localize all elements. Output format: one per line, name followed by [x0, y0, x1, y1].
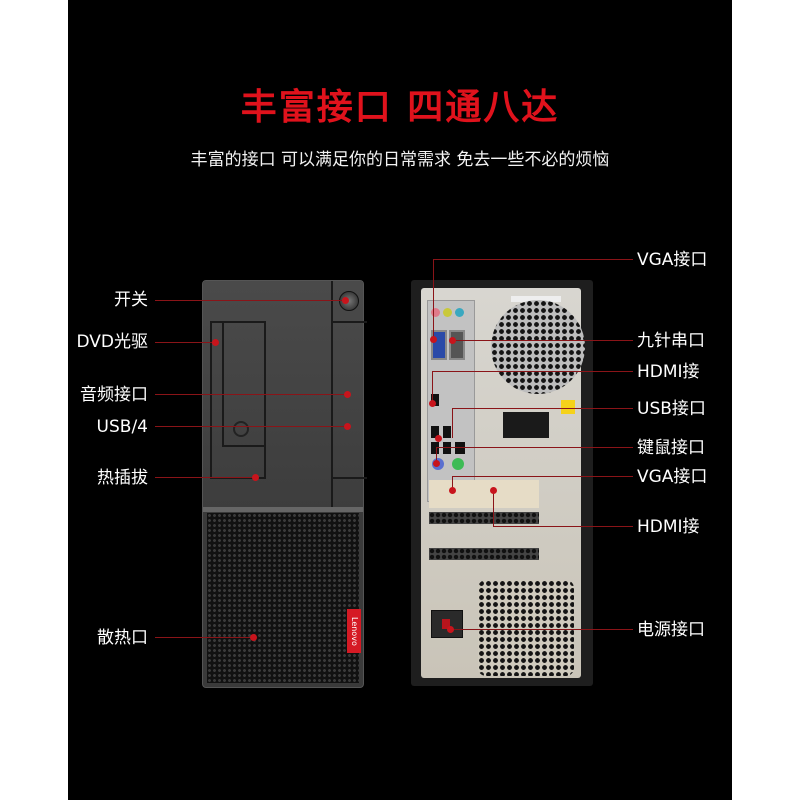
usb-port-icon	[443, 442, 451, 454]
callout-line	[452, 476, 633, 477]
callout-line	[436, 447, 633, 448]
usb-port-icon	[443, 426, 451, 438]
lenovo-logo: Lenovo	[347, 609, 361, 653]
drive-eject-icon	[233, 421, 249, 437]
audio-jack-pink	[431, 308, 440, 317]
rear-fan-grille	[491, 300, 585, 394]
callout-line	[155, 342, 215, 343]
callout-line	[452, 340, 633, 341]
label-vent: 散热口	[97, 628, 148, 648]
label-audio-port: 音频接口	[80, 385, 148, 405]
power-socket-icon	[431, 610, 463, 638]
callout-line	[155, 477, 255, 478]
label-hdmi-port-1: HDMI接	[637, 362, 700, 382]
callout-dot	[344, 423, 351, 430]
black-background-panel	[68, 0, 732, 800]
label-vga-port-2: VGA接口	[637, 467, 708, 487]
serial-sticker	[511, 296, 561, 302]
hdmi-port-icon	[431, 394, 439, 406]
callout-line	[452, 408, 633, 409]
callout-line	[433, 259, 633, 260]
callout-dot	[429, 400, 436, 407]
callout-line	[493, 490, 494, 526]
page-subtitle: 丰富的接口 可以满足你的日常需求 免去一些不必的烦恼	[190, 150, 610, 170]
expansion-slot	[429, 548, 539, 560]
callout-dot	[435, 435, 442, 442]
callout-line	[493, 526, 633, 527]
callout-line	[452, 476, 453, 490]
optical-drive-bay	[210, 321, 266, 479]
callout-line	[432, 371, 633, 372]
psu-fan-grille	[478, 580, 574, 676]
label-vga-port-1: VGA接口	[637, 250, 708, 270]
callout-line	[155, 637, 253, 638]
label-usb-ports: USB/4	[96, 417, 148, 437]
usb-port-icon	[431, 426, 439, 438]
front-side-column	[331, 281, 367, 509]
front-bezel	[203, 281, 363, 509]
serial-port-icon	[449, 330, 465, 360]
front-vent-grille	[207, 513, 359, 683]
callout-line	[452, 408, 453, 438]
callout-line	[450, 629, 633, 630]
callout-dot	[449, 337, 456, 344]
ps2-mouse-icon	[452, 458, 464, 470]
callout-dot	[342, 297, 349, 304]
ethernet-port-icon	[455, 442, 465, 454]
label-hot-plug: 热插拔	[97, 468, 148, 488]
warning-sticker-icon	[561, 400, 575, 414]
callout-line	[436, 447, 437, 463]
rear-cover-block	[503, 412, 549, 438]
label-power-port: 电源接口	[637, 620, 705, 640]
usb-port-icon	[431, 442, 439, 454]
graphics-card-bracket	[429, 480, 539, 508]
callout-dot	[490, 487, 497, 494]
page-title: 丰富接口 四通八达	[240, 87, 560, 128]
label-serial-port: 九针串口	[637, 331, 705, 351]
label-power-switch: 开关	[114, 290, 148, 310]
callout-dot	[252, 474, 259, 481]
callout-dot	[250, 634, 257, 641]
label-dvd-drive: DVD光驱	[76, 332, 148, 352]
callout-dot	[449, 487, 456, 494]
callout-line	[433, 259, 434, 339]
label-usb-port: USB接口	[637, 399, 706, 419]
callout-dot	[344, 391, 351, 398]
callout-line	[155, 394, 347, 395]
front-tower-image: Lenovo	[202, 280, 367, 688]
callout-line	[155, 426, 347, 427]
callout-dot	[447, 626, 454, 633]
audio-jack-blue	[455, 308, 464, 317]
callout-dot	[430, 336, 437, 343]
callout-dot	[212, 339, 219, 346]
label-hdmi-port-2: HDMI接	[637, 517, 700, 537]
callout-dot	[433, 460, 440, 467]
label-ps2-port: 键鼠接口	[637, 438, 705, 458]
expansion-slot	[429, 512, 539, 524]
callout-line	[155, 300, 345, 301]
audio-jack-green	[443, 308, 452, 317]
callout-line	[432, 371, 433, 403]
front-divider	[203, 507, 363, 512]
power-button-icon	[339, 291, 359, 311]
